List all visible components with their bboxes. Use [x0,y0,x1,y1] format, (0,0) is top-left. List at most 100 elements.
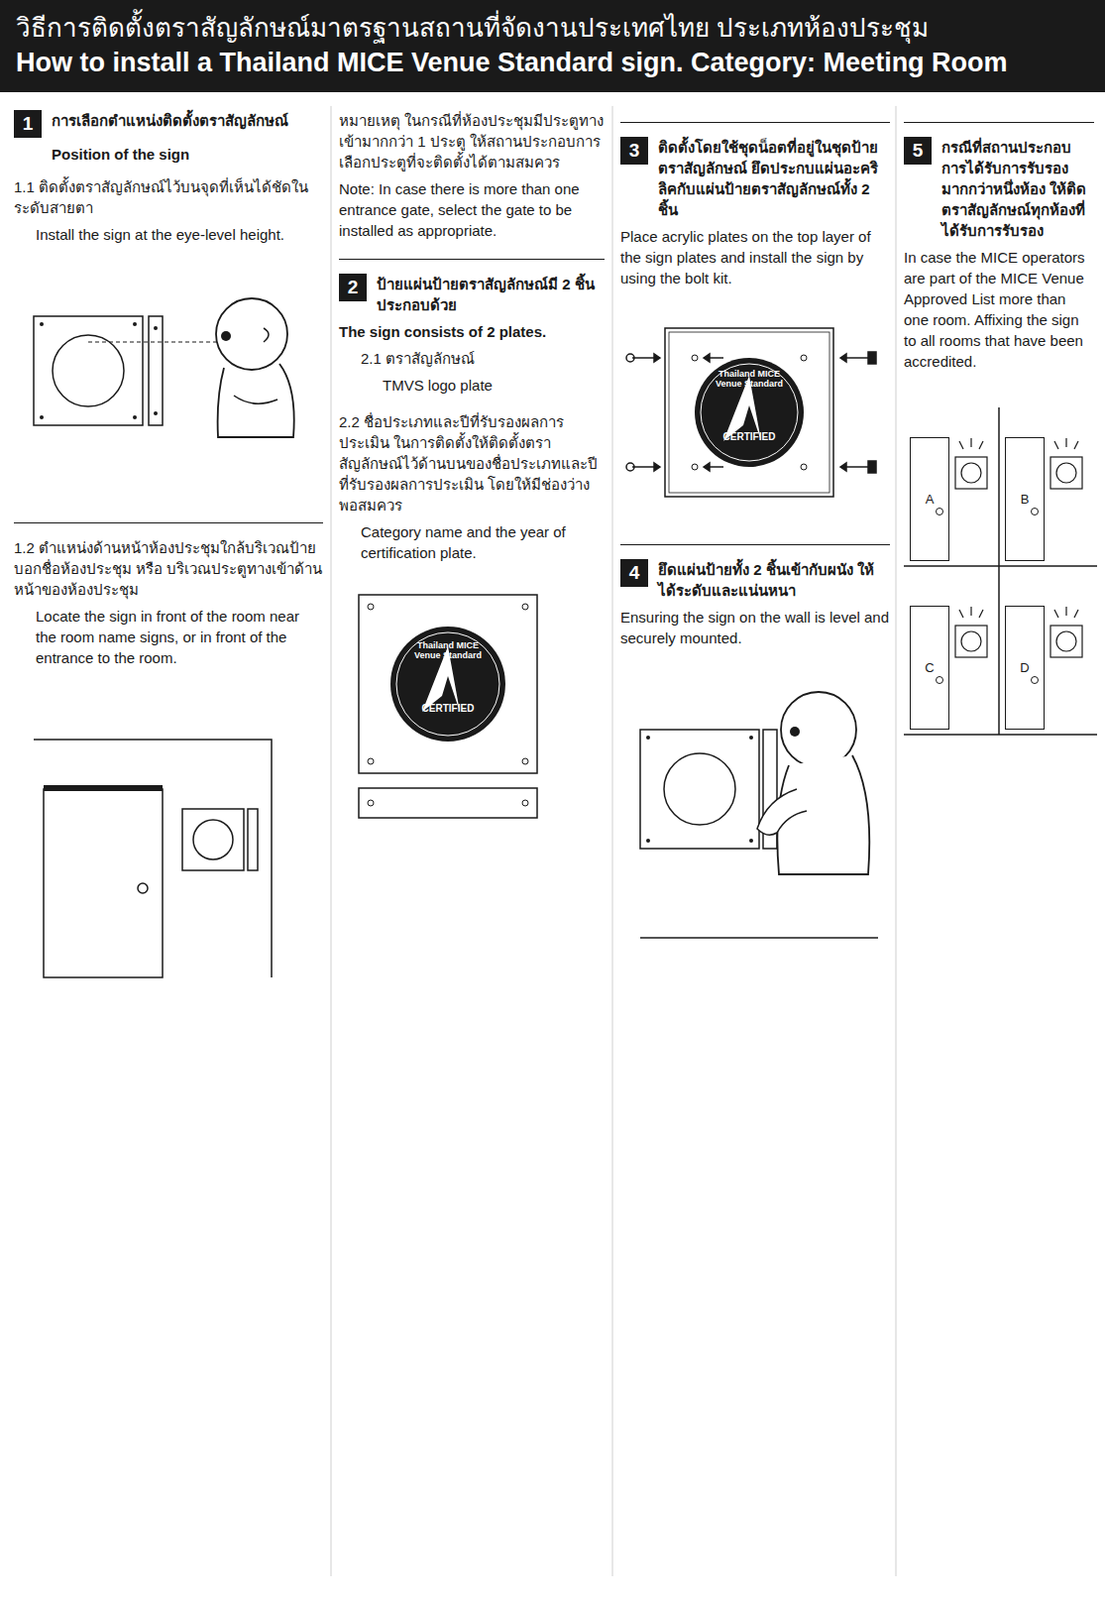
drawing-stroke [691,354,698,361]
body-text: Ensuring the sign on the wall is level a… [620,606,890,649]
step-heading-text: ยึดแผ่นป้ายทั้ง 2 ชิ้นเข้ากับผนัง ให้ได้… [658,558,890,601]
room-letter: D [1019,660,1029,675]
sign-plates-illustration [338,584,587,843]
drawing-stroke [182,808,244,871]
drawing-stroke [1054,606,1079,618]
drawing-stroke [749,838,754,843]
drawing-stroke [959,438,984,449]
drawing-stroke [43,784,163,791]
drawing-stroke [1054,438,1079,449]
drawing-stroke [997,407,1000,735]
body-text: The sign consists of 2 plates. [338,321,605,342]
room-letter: A [925,491,935,507]
door-knob [935,507,944,516]
illustration [13,256,324,505]
room-door: D [1004,605,1045,730]
drawing-stroke [646,838,651,843]
drawing-stroke [691,463,698,470]
drawing-stroke [39,322,44,327]
step-heading-text: ป้ายแผ่นป้ายตราสัญลักษณ์มี 2 ชิ้น ประกอบ… [376,273,605,316]
logo-plate: Thailand MICE Venue StandardCERTIFIED [338,584,605,843]
drawing-stroke [148,316,163,426]
section-rule [620,544,890,546]
drawing-stroke [132,415,137,420]
logo-text: Thailand MICE Venue StandardCERTIFIED [403,640,493,714]
drawing-stroke [193,819,233,860]
column: 5กรณีที่สถานประกอบการได้รับการรับรองมากก… [903,110,1095,761]
drawing-stroke [1056,462,1077,483]
step-heading-text: ติดตั้งโดยใช้ชุดน็อตที่อยู่ในชุดป้ายตราส… [658,136,890,221]
step-badge: 1 [13,110,42,138]
drawing-stroke [218,363,295,438]
drawing-stroke [52,334,124,407]
drawing-stroke [43,788,163,978]
illustration [620,669,890,948]
drawing-stroke [390,626,506,742]
drawing-stroke [153,411,158,416]
drawing-stroke [153,326,158,331]
column: 1การเลือกตำแหน่งติดตั้งตราสัญลักษณ์Posit… [13,110,324,994]
drawing-stroke [840,462,847,471]
drawing-stroke [654,353,661,362]
drawing-stroke [358,594,538,774]
drawing-stroke [664,328,834,497]
section-rule [13,522,324,524]
body-text: Place acrylic plates on the top layer of… [620,225,890,289]
room-door: A [909,437,950,561]
drawing-stroke [626,353,635,362]
step-badge: 4 [620,558,649,587]
drawing-stroke [367,799,374,806]
step-heading-text: การเลือกตำแหน่งติดตั้งตราสัญลักษณ์ [51,110,324,131]
drawing-stroke [626,351,877,473]
drawing-stroke [700,363,798,461]
spacer [338,401,605,412]
door-knob [935,675,944,684]
body-text: หมายเหตุ ในกรณีที่ห้องประชุมมีประตูทางเข… [338,110,605,173]
logo-certified-text: CERTIFIED [403,702,493,715]
step-heading: 2ป้ายแผ่นป้ายตราสัญลักษณ์มี 2 ชิ้น ประกอ… [338,273,605,316]
drawing-stroke [757,788,807,835]
room-door: C [909,605,950,730]
logo-ring-text: Thailand MICE Venue Standard [706,368,792,390]
drawing-stroke [868,460,877,473]
drawing-stroke [961,631,982,652]
drawing-stroke [367,603,374,610]
spacer [903,377,1095,392]
step-heading: 4 ยึดแผ่นป้ายทั้ง 2 ชิ้นเข้ากับผนัง ให้ได… [620,558,890,601]
section-rule [903,121,1095,123]
divider-line [331,106,332,1576]
body-text: TMVS logo plate [338,374,605,396]
spacer [13,170,324,177]
body-text: In case the MICE operators are part of t… [903,246,1095,372]
drawing-stroke [221,331,231,341]
drawing-stroke [522,799,529,806]
drawing-stroke [522,758,529,765]
step-heading: 3 ติดตั้งโดยใช้ชุดน็อตที่อยู่ในชุดป้ายตรา… [620,136,890,221]
door-knob [1030,675,1039,684]
drawing-stroke [137,883,148,893]
drawing-stroke [1056,631,1077,652]
divider-line [895,106,897,1576]
body-text: 2.2 ชื่อประเภทและปีที่รับรองผลการประเมิน… [338,411,605,516]
drawing-stroke [903,733,1098,736]
spacer [620,654,890,664]
drawing-stroke [840,353,847,362]
drawing-stroke [216,298,288,370]
drawing-stroke [654,462,661,471]
step-heading: 5กรณีที่สถานประกอบการได้รับการรับรองมากก… [903,136,1095,241]
drawing-stroke [668,331,830,493]
step-heading: 1 การเลือกตำแหน่งติดตั้งตราสัญลักษณ์ [13,110,324,138]
eye-level-illustration [13,256,312,505]
section-rule [620,121,890,123]
body-text: Install the sign at the eye-level height… [13,223,324,245]
room-door: B [1004,437,1045,561]
step-number: 3 [629,139,641,162]
drawing-stroke [800,463,807,470]
door-knob [1030,507,1039,516]
spacer [13,673,324,694]
drawing-stroke [800,354,807,361]
section-rule [338,258,605,260]
drawing-stroke [703,462,710,471]
column: หมายเหตุ ในกรณีที่ห้องประชุมมีประตูทางเข… [338,110,605,849]
